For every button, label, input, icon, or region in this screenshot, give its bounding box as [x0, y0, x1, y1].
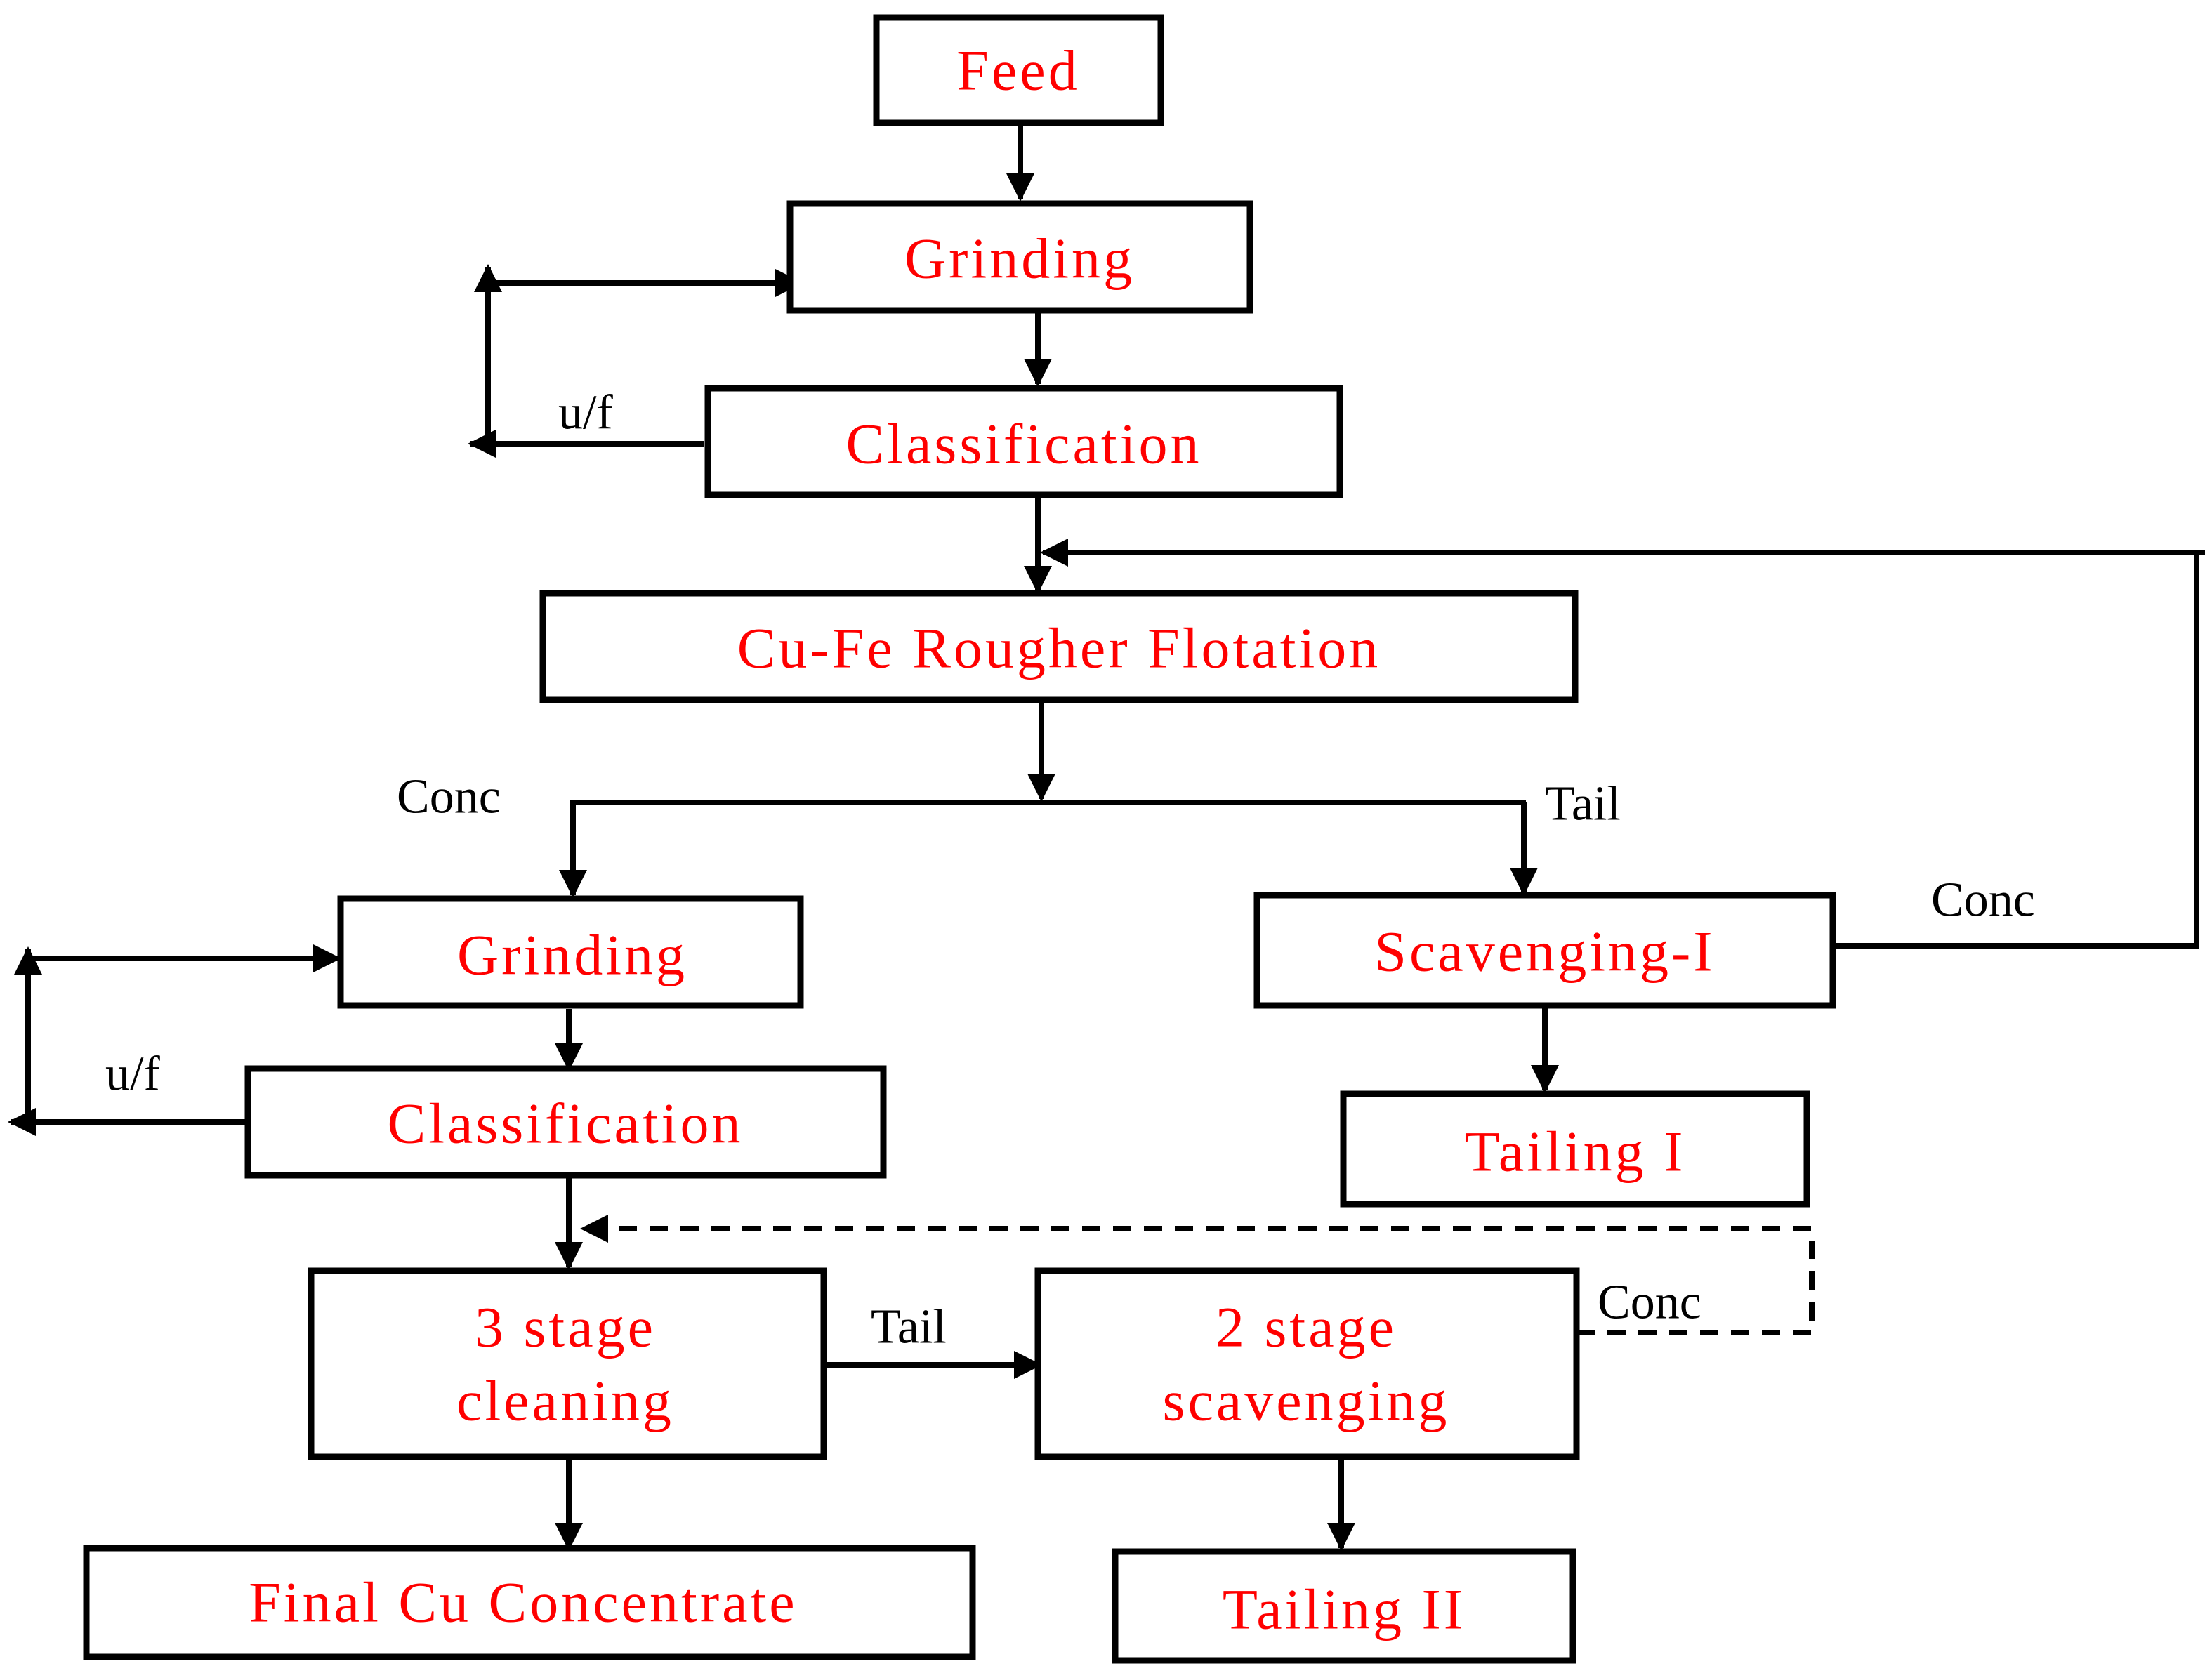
edge-label-conc-scav1: Conc [1931, 873, 2035, 927]
node-feed: Feed [873, 14, 1164, 126]
edge-label-conc-left: Conc [397, 770, 501, 824]
edge-label-uf-2: u/f [105, 1048, 160, 1102]
node-scavenging-1: Scavenging-I [1253, 892, 1836, 1009]
node-grinding-2-label: Grinding [457, 923, 687, 987]
node-cleaning: 3 stage cleaning [308, 1267, 827, 1460]
node-scavenging-2-label-line1: 2 stage [1216, 1295, 1397, 1359]
node-tailing-1: Tailing I [1340, 1090, 1810, 1208]
edge-scav2-conc-return [580, 1215, 1815, 1335]
node-scavenging-2-label-line2: scavenging [1163, 1369, 1450, 1433]
node-grinding-1-label: Grinding [904, 227, 1135, 291]
edge-label-tail-right: Tail [1545, 777, 1621, 831]
edge-label-tail-clean: Tail [871, 1300, 947, 1354]
node-rougher: Cu-Fe Rougher Flotation [539, 590, 1579, 703]
node-scavenging-2: 2 stage scavenging [1034, 1267, 1580, 1460]
node-scavenging-1-label: Scavenging-I [1374, 920, 1715, 984]
node-final-concentrate-label: Final Cu Concentrate [249, 1571, 797, 1634]
node-cleaning-label-line2: cleaning [456, 1369, 674, 1433]
node-rougher-label: Cu-Fe Rougher Flotation [737, 616, 1381, 680]
node-classification-1: Classification [704, 385, 1343, 498]
node-classification-2-label: Classification [388, 1092, 744, 1156]
node-tailing-1-label: Tailing I [1465, 1120, 1686, 1184]
node-final-concentrate: Final Cu Concentrate [83, 1545, 976, 1660]
edge-label-conc-scav2: Conc [1598, 1276, 1701, 1330]
connectors [8, 125, 2205, 1551]
node-grinding-2: Grinding [337, 895, 804, 1009]
edge-label-uf-1: u/f [558, 386, 613, 440]
node-tailing-2-label: Tailing II [1223, 1578, 1466, 1641]
node-grinding-1: Grinding [786, 200, 1253, 314]
node-tailing-2: Tailing II [1112, 1548, 1576, 1664]
node-cleaning-label-line1: 3 stage [475, 1295, 656, 1359]
node-feed-label: Feed [956, 39, 1079, 103]
node-classification-1-label: Classification [846, 412, 1202, 476]
node-classification-2: Classification [244, 1065, 887, 1179]
